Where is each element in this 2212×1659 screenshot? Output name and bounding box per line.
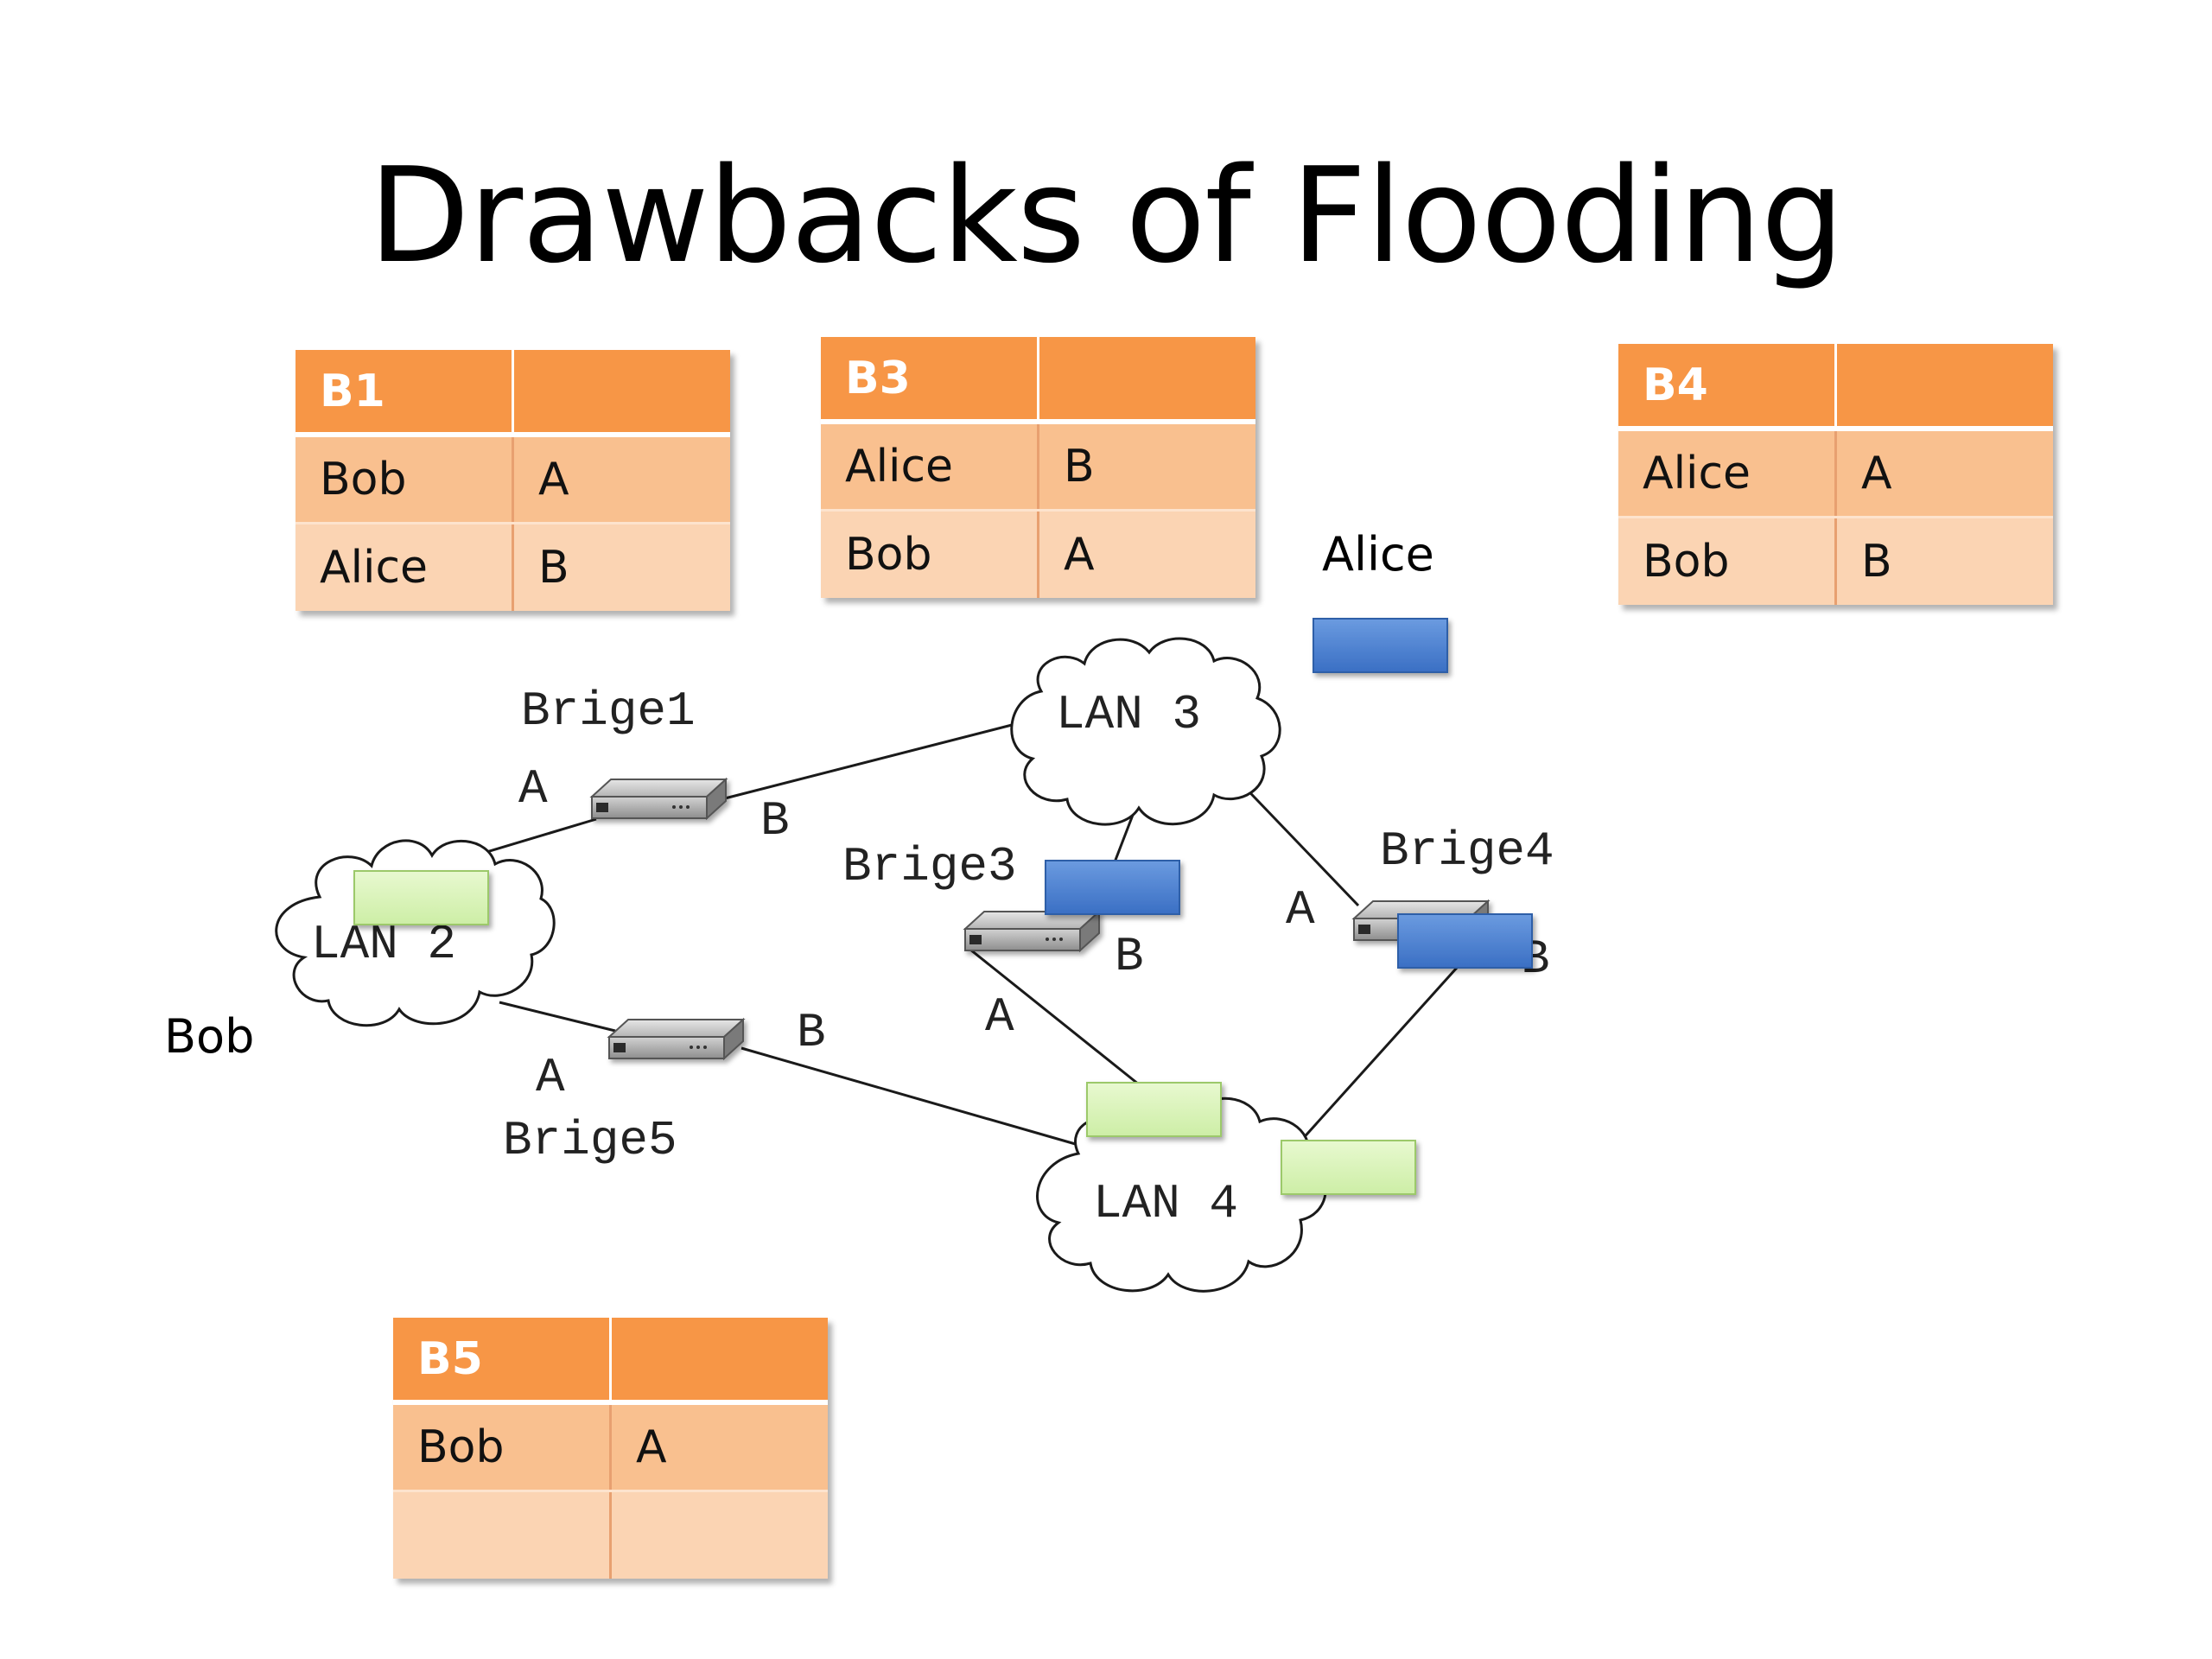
bridge5-label: Brige5 <box>503 1113 677 1168</box>
table-cell-port <box>609 1491 828 1579</box>
table-cell-port: A <box>512 435 730 524</box>
bridge3-device <box>963 909 1102 953</box>
frame-bob-lan2 <box>353 870 489 925</box>
table-cell-port: B <box>512 523 730 611</box>
table-header-cell: B3 <box>821 337 1039 424</box>
link-bridge3-lan4 <box>965 944 1140 1086</box>
table-row: Alice A <box>1618 429 2053 518</box>
forwarding-table-b5: B5 Bob A <box>393 1318 828 1579</box>
bridge1-label: Brige1 <box>521 683 696 739</box>
link-bridge5-lan4 <box>741 1046 1079 1147</box>
table-cell-host <box>393 1491 611 1579</box>
table-cell-host: Alice <box>1618 429 1836 518</box>
table-cell-port: B <box>1037 422 1255 512</box>
bridge3-port-b: B <box>1115 929 1144 984</box>
table-cell-port: A <box>1834 429 2053 518</box>
link-lan2-bridge5 <box>499 1001 616 1033</box>
links <box>431 722 1466 1153</box>
table-header-cell <box>1834 344 2053 431</box>
table-header-cell: B4 <box>1618 344 1836 431</box>
bridge4-port-a: A <box>1286 882 1315 938</box>
bridge5-port-b: B <box>797 1005 826 1060</box>
host-alice-label: Alice <box>1322 527 1434 582</box>
forwarding-table-b3: B3 Alice B Bob A <box>821 337 1255 598</box>
table-cell-port: A <box>1037 510 1255 598</box>
table-cell-host: Bob <box>1618 517 1836 605</box>
frame-alice-source <box>1313 618 1448 673</box>
link-bridge4-lan4 <box>1290 957 1466 1153</box>
forwarding-table-b4: B4 Alice A Bob B <box>1618 344 2053 605</box>
table-header-cell: B1 <box>296 350 513 437</box>
frame-bob-lan4-right <box>1281 1140 1416 1195</box>
table-cell-port: A <box>609 1402 828 1492</box>
bridge3-port-a: A <box>985 989 1014 1045</box>
bridge1-port-b: B <box>760 793 790 849</box>
lan3-cloud <box>1010 637 1281 826</box>
table-cell-host: Bob <box>296 435 513 524</box>
table-cell-host: Bob <box>393 1402 611 1492</box>
bridge5-port-a: A <box>536 1050 565 1105</box>
table-row: Bob A <box>821 510 1255 598</box>
table-cell-host: Alice <box>821 422 1039 512</box>
host-bob-label: Bob <box>164 1009 254 1064</box>
table-header-cell: B5 <box>393 1318 611 1405</box>
table-header-cell <box>609 1318 828 1405</box>
table-header-cell <box>1037 337 1255 424</box>
lan3-label: LAN 3 <box>1056 687 1201 742</box>
bridge3-label: Brige3 <box>842 839 1017 894</box>
table-row: Bob B <box>1618 517 2053 605</box>
link-bridge1-lan3 <box>721 722 1016 801</box>
table-cell-host: Bob <box>821 510 1039 598</box>
lan2-label: LAN 2 <box>311 917 456 972</box>
bridge4-label: Brige4 <box>1380 823 1554 879</box>
table-row: Alice B <box>821 422 1255 512</box>
table-row <box>393 1491 828 1579</box>
frame-alice-bridge3 <box>1045 860 1180 915</box>
lan4-label: LAN 4 <box>1093 1176 1238 1231</box>
table-header-cell <box>512 350 730 437</box>
table-cell-host: Alice <box>296 523 513 611</box>
frame-bob-lan4-left <box>1086 1082 1222 1137</box>
bridge1-device <box>589 777 728 821</box>
table-row: Bob A <box>393 1402 828 1492</box>
frame-alice-bridge4 <box>1397 913 1533 969</box>
table-row: Alice B <box>296 523 730 611</box>
table-cell-port: B <box>1834 517 2053 605</box>
link-lan3-bridge4 <box>1234 776 1360 907</box>
bridge5-device <box>607 1017 746 1061</box>
forwarding-table-b1: B1 Bob A Alice B <box>296 350 730 611</box>
table-row: Bob A <box>296 435 730 524</box>
slide-title: Drawbacks of Flooding <box>368 139 1845 292</box>
bridge1-port-a: A <box>518 761 548 817</box>
